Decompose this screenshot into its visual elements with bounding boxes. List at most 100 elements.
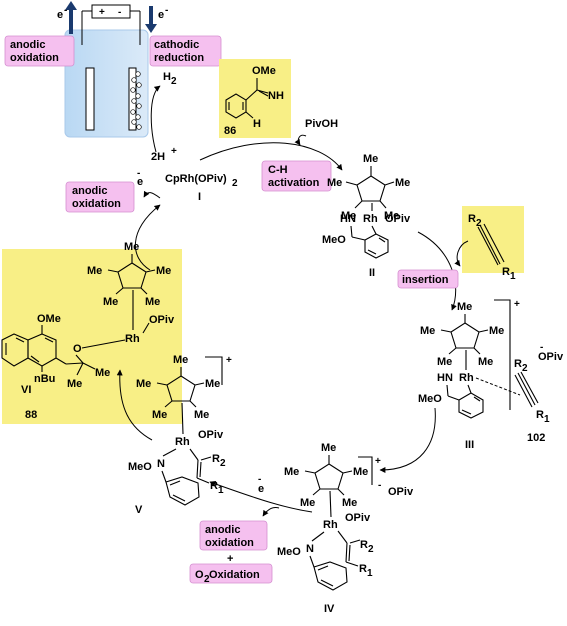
- cathodic-reduction-label-box: [149, 35, 222, 67]
- svg-text:2: 2: [220, 458, 226, 469]
- rh-II: Rh: [363, 213, 378, 225]
- svg-text:O: O: [195, 569, 204, 581]
- svg-text:NH: NH: [268, 90, 284, 102]
- svg-text:Me: Me: [363, 153, 378, 165]
- svg-text:anodic: anodic: [205, 524, 240, 536]
- negative-terminal: -: [118, 7, 121, 18]
- svg-text:Me: Me: [194, 409, 209, 421]
- svg-text:Me: Me: [173, 354, 188, 366]
- positive-terminal: +: [99, 7, 105, 18]
- svg-text:2: 2: [171, 76, 177, 87]
- svg-text:-: -: [137, 168, 140, 179]
- o2-oxidation-label-box: [189, 563, 273, 584]
- svg-text:Me: Me: [321, 442, 336, 454]
- roman-II: II: [369, 267, 375, 279]
- svg-text:cathodic: cathodic: [154, 39, 199, 51]
- rh-VI: Rh: [125, 333, 140, 345]
- svg-text:anodic: anodic: [10, 39, 45, 51]
- svg-text:Me: Me: [145, 296, 160, 308]
- svg-text:N: N: [157, 458, 165, 470]
- rh-III: Rh: [459, 372, 474, 384]
- intermediate-IV: Me Me Me Me Me + OPiv - Rh OPiv N MeO R …: [277, 442, 414, 615]
- hydrogen-bubbles: [130, 71, 142, 130]
- electron-left-label: e: [57, 9, 63, 21]
- power-supply: [91, 4, 131, 19]
- svg-text:OPiv: OPiv: [198, 429, 224, 441]
- svg-text:OPiv: OPiv: [385, 213, 411, 225]
- svg-text:OMe: OMe: [37, 313, 61, 325]
- anodic-oxidation-label-box: [4, 35, 75, 67]
- rh-IV: Rh: [323, 519, 338, 531]
- svg-text:Me: Me: [420, 325, 435, 337]
- substrate-86: OMe NH H 86: [219, 59, 291, 138]
- insertion-label-box: [397, 269, 459, 289]
- anodic-oxidation-top-label-box: [65, 181, 135, 213]
- roman-VI: VI: [21, 384, 31, 396]
- svg-text:2: 2: [204, 574, 210, 585]
- svg-text:+: +: [514, 299, 520, 310]
- compound-88-label: 88: [25, 409, 37, 421]
- svg-text:R: R: [536, 409, 544, 421]
- svg-text:OPiv: OPiv: [538, 351, 564, 363]
- svg-text:R: R: [502, 266, 510, 278]
- compound-86-label: 86: [224, 125, 236, 137]
- svg-text:R: R: [360, 539, 368, 551]
- svg-text:anodic: anodic: [72, 185, 107, 197]
- svg-text:-: -: [378, 480, 381, 491]
- intermediate-II: Me Me Me Me Me Rh OPiv HN MeO II: [322, 153, 411, 279]
- svg-text:Me: Me: [284, 466, 299, 478]
- electron-right-label: e: [158, 9, 164, 21]
- svg-text:MeO: MeO: [322, 234, 346, 246]
- h2-label: H: [163, 71, 171, 83]
- product-88: Me Me Me Me Me Rh OPiv O Me Me OMe nBu V…: [1, 241, 182, 424]
- svg-text:Me: Me: [67, 378, 82, 390]
- substrate-highlight: [219, 59, 291, 138]
- svg-text:OPiv: OPiv: [345, 512, 371, 524]
- svg-text:2: 2: [522, 363, 528, 374]
- electrochemical-cell: + - e - e - anodic oxidation cathodic re…: [4, 1, 222, 163]
- svg-text:R: R: [468, 213, 476, 225]
- svg-text:Me: Me: [152, 409, 167, 421]
- roman-IV: IV: [324, 603, 335, 615]
- svg-text:MeO: MeO: [128, 461, 152, 473]
- svg-text:Me: Me: [437, 356, 452, 368]
- anodic-oxidation-bottom-label-box: [199, 520, 268, 551]
- svg-text:2: 2: [232, 178, 238, 189]
- svg-text:1: 1: [544, 414, 550, 425]
- catalyst-label: CpRh(OPiv): [165, 173, 227, 185]
- pivoh-byproduct: PivOH: [305, 118, 338, 130]
- svg-text:Oxidation: Oxidation: [209, 569, 260, 581]
- svg-text:HN: HN: [340, 213, 356, 225]
- svg-text:activation: activation: [268, 177, 320, 189]
- svg-text:-: -: [165, 5, 168, 16]
- svg-text:Me: Me: [384, 210, 399, 222]
- svg-text:-: -: [258, 474, 261, 485]
- alkyne-highlight: [462, 206, 524, 273]
- svg-text:Me: Me: [395, 177, 410, 189]
- svg-text:OPiv: OPiv: [388, 486, 414, 498]
- svg-text:R: R: [514, 358, 522, 370]
- rh-V: Rh: [175, 436, 190, 448]
- svg-text:Me: Me: [457, 301, 472, 313]
- compound-102-label: 102: [527, 432, 545, 444]
- svg-text:R: R: [210, 480, 218, 492]
- svg-text:+: +: [226, 355, 232, 366]
- svg-text:Me: Me: [87, 265, 102, 277]
- svg-text:Me: Me: [353, 466, 368, 478]
- svg-text:MeO: MeO: [277, 546, 301, 558]
- svg-text:H: H: [253, 118, 261, 130]
- svg-text:Me: Me: [327, 177, 342, 189]
- svg-text:2: 2: [368, 544, 374, 555]
- roman-III: III: [465, 439, 474, 451]
- svg-text:Me: Me: [478, 356, 493, 368]
- svg-text:R: R: [359, 563, 367, 575]
- svg-text:1: 1: [510, 271, 516, 282]
- svg-text:insertion: insertion: [402, 274, 449, 286]
- svg-text:oxidation: oxidation: [10, 52, 59, 64]
- svg-text:Me: Me: [124, 241, 139, 253]
- ch-activation-label-box: [261, 160, 332, 192]
- svg-text:2: 2: [476, 218, 482, 229]
- svg-text:+: +: [375, 456, 381, 467]
- svg-text:Me: Me: [136, 378, 151, 390]
